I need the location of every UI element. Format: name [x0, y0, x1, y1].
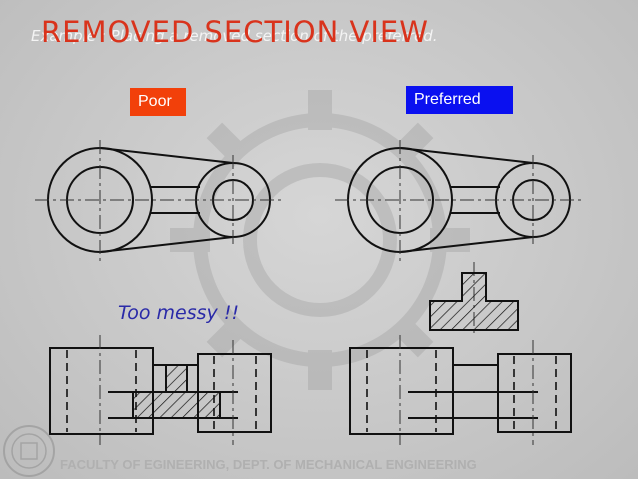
too-messy-annotation: Too messy !!: [118, 302, 240, 324]
poor-overlay-section: [132, 364, 221, 419]
preferred-label: Preferred: [406, 86, 513, 114]
preferred-front-view: [349, 347, 572, 435]
poor-label: Poor: [130, 88, 186, 116]
removed-section: [429, 272, 519, 331]
faculty-seal-icon: [3, 425, 55, 477]
slide-title: REMOVED SECTION VIEW: [41, 15, 429, 49]
slide-subtitle: Example : Placing a removed section of t…: [31, 27, 438, 45]
footer-department: FACULTY OF EGINEERING, DEPT. OF MECHANIC…: [60, 457, 477, 472]
